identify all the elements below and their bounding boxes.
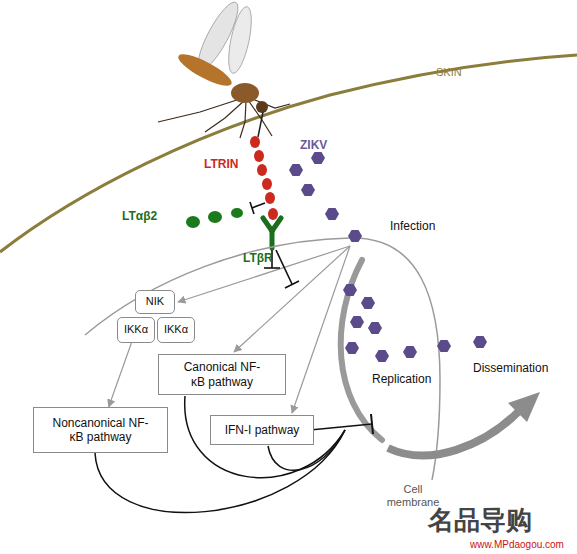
receptor-arm: [272, 218, 281, 231]
ltrin-dot: [268, 208, 278, 220]
receptor-label: LTβR: [243, 251, 273, 265]
zikv-virion: [473, 336, 487, 348]
inhibition-curve: [185, 396, 345, 478]
zikv-virion: [375, 350, 389, 362]
zikv-virion: [343, 284, 357, 296]
mosquito-legs: [158, 98, 290, 138]
mosquito-thorax: [231, 83, 259, 103]
ltab2-dot: [208, 211, 222, 223]
node-text: Canonical NF-κB pathway: [180, 360, 264, 389]
node-text: IFN-I pathway: [225, 423, 300, 437]
mosquito-abdomen: [175, 49, 235, 91]
zikv-virion: [350, 316, 364, 328]
inhibition-bar: [285, 281, 299, 288]
inhibition-line: [252, 203, 265, 208]
pathway-box: Canonical NF-κB pathway: [158, 354, 286, 395]
zikv-virion: [368, 322, 382, 334]
watermark: 名品导购: [428, 505, 532, 536]
mosquito-proboscis: [258, 112, 263, 137]
inhibition-line: [310, 424, 372, 430]
node-text: IKKα: [164, 323, 188, 336]
zikv-virion: [348, 230, 362, 242]
mosquito-leg: [158, 98, 243, 122]
mosquito-leg: [250, 98, 290, 108]
inhibition-mark: [250, 202, 265, 214]
zikv-virion: [361, 297, 375, 309]
zikv-virion: [345, 342, 359, 354]
zikv-virion: [325, 208, 339, 220]
inhibition-bar: [250, 202, 254, 214]
dissemination-arrow: [388, 412, 518, 455]
skin-line: [0, 55, 577, 252]
process-label: Replication: [372, 372, 431, 386]
inhibition-line: [276, 250, 292, 284]
zikv-virion: [289, 164, 303, 176]
zikv-virion: [311, 152, 325, 164]
mosquito-leg: [205, 100, 245, 132]
protein-label: LTRIN: [204, 157, 238, 171]
layer-label: SKIN: [436, 66, 462, 79]
mosquito-leg: [240, 101, 246, 138]
signal-arrow: [109, 343, 132, 407]
ltrin-dot: [254, 150, 264, 162]
inhibition-bar: [264, 267, 280, 269]
mosquito-wing: [224, 5, 256, 75]
kinase-box: NIK: [135, 290, 175, 314]
ltrin-dot: [265, 192, 275, 204]
watermark: www.MPdaogou.com: [470, 539, 564, 551]
replication-compartment: [341, 260, 382, 440]
process-label: Infection: [390, 219, 435, 233]
pathway-box: Noncanonical NF-κB pathway: [33, 407, 168, 453]
zikv-virion: [301, 184, 315, 196]
node-text: NIK: [146, 295, 164, 308]
ltab2-dot: [231, 208, 243, 218]
zikv-virion: [403, 346, 417, 358]
ltrin-dot: [257, 164, 267, 176]
ltab2-particles: [186, 208, 243, 228]
ltrin-dot: [250, 136, 260, 148]
node-text: IKKα: [124, 323, 148, 336]
ligand-label: LTαβ2: [122, 209, 157, 223]
receptor-symbol: [263, 218, 281, 248]
inhibition-bar: [371, 414, 373, 434]
signal-arrow: [178, 246, 350, 302]
mosquito-head: [256, 101, 268, 113]
node-text: Noncanonical NF-κB pathway: [52, 416, 149, 445]
dissemination-arrowhead: [508, 392, 540, 422]
mosquito: [158, 0, 290, 138]
zikv-virion: [437, 340, 451, 352]
kinase-box: IKKα: [157, 317, 195, 343]
ltrin-dot: [262, 178, 272, 190]
pathway-box: IFN-I pathway: [210, 415, 314, 445]
ltrin-particles: [250, 136, 278, 220]
kinase-box: IKKα: [117, 317, 155, 343]
signal-arrow: [292, 246, 350, 413]
ltab2-dot: [186, 216, 200, 228]
process-label: Dissemination: [473, 361, 548, 375]
zikv-particles: [289, 152, 487, 362]
virus-label: ZIKV: [300, 138, 327, 152]
signal-arrow: [234, 246, 350, 352]
